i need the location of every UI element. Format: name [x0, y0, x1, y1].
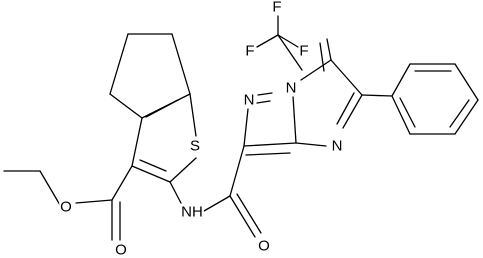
bond [336, 92, 355, 125]
bond [145, 99, 179, 118]
atom-label-n: N [244, 92, 255, 109]
atom-label-f: F [299, 43, 308, 60]
atom-label-n: N [286, 80, 297, 97]
bond [236, 193, 262, 234]
atom-label-o: O [258, 238, 270, 255]
atom-label-o: O [115, 242, 127, 258]
atom-label-background [242, 91, 256, 109]
bond [75, 199, 113, 204]
bond [449, 99, 470, 128]
bond [342, 94, 363, 129]
atom-label-background [257, 237, 271, 255]
bond [171, 33, 191, 95]
atom-label-background [284, 79, 298, 97]
bond [169, 157, 197, 183]
bond [399, 97, 416, 128]
bond [243, 108, 249, 147]
bond [391, 63, 411, 97]
bond [292, 95, 297, 144]
bond [361, 94, 393, 97]
bond [257, 92, 273, 96]
atom-label-nh: NH [181, 204, 203, 221]
atom-label-background [114, 241, 128, 258]
bond [277, 34, 303, 71]
bond [326, 38, 332, 61]
bond [169, 181, 183, 206]
bond [454, 63, 479, 101]
bond [203, 195, 231, 212]
atom-label-o: O [60, 199, 72, 216]
bond [229, 195, 256, 238]
bond [109, 33, 129, 95]
bond [39, 170, 61, 206]
bond [319, 42, 325, 72]
atom-label-background [330, 137, 344, 155]
bond [256, 100, 271, 104]
bond [111, 165, 133, 201]
bond [245, 152, 291, 156]
atom-labels: F F F S N N N NH O O O [59, 0, 344, 258]
atom-label-background [244, 42, 256, 60]
atom-label-background [180, 203, 204, 221]
atom-label-background [298, 42, 310, 60]
atom-label-n: N [332, 138, 343, 155]
bond [277, 34, 299, 48]
bond [300, 59, 332, 81]
bond [454, 99, 479, 135]
atom-label-background [188, 137, 202, 155]
bond [229, 145, 245, 197]
atom-label-background [271, 0, 283, 16]
atom-label-f: F [272, 0, 281, 16]
bond [256, 34, 279, 48]
bond [139, 159, 167, 172]
bond [131, 117, 143, 167]
bond [109, 93, 143, 119]
atom-label-s: S [190, 138, 200, 155]
bond [295, 142, 327, 147]
bond [131, 165, 171, 183]
bond [330, 59, 363, 96]
atom-label-background [59, 198, 73, 216]
bond [189, 93, 197, 137]
atom-label-f: F [245, 43, 254, 60]
bonds [3, 9, 479, 241]
bond [243, 142, 297, 147]
bond [391, 95, 411, 135]
